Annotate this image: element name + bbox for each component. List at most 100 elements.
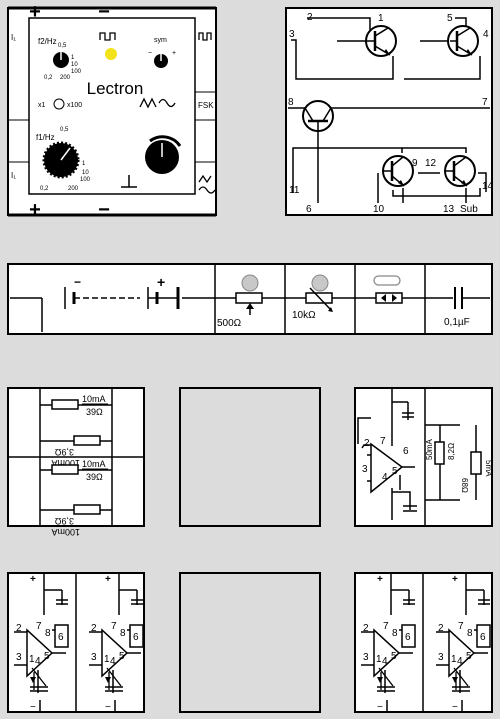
pin-label: 7 xyxy=(36,621,42,632)
pin-label: 8 xyxy=(392,628,398,639)
opamp-unit: + − 2 7 8 6 3 1 4 5 xyxy=(361,573,416,713)
range-x100-label: x100 xyxy=(67,102,82,109)
pin-label: 3 xyxy=(91,652,97,663)
blank-panel xyxy=(179,387,321,527)
r4-value: 3,9Ω xyxy=(54,516,74,526)
pin-label: 7 xyxy=(380,436,386,447)
pin-label: 4 xyxy=(457,656,463,667)
pin-label: 4 xyxy=(35,656,41,667)
transistor-q1 xyxy=(365,25,397,57)
pin-label: 14 xyxy=(482,181,494,192)
f2-tick: 200 xyxy=(60,75,71,81)
pin-label: 6 xyxy=(480,632,486,643)
svg-text:+: + xyxy=(157,274,165,290)
pin-label: 2 xyxy=(438,623,444,634)
pin-label: 5 xyxy=(44,651,50,662)
pin-label: 2 xyxy=(16,623,22,634)
pin-label: 8 xyxy=(467,628,473,639)
svg-text:+: + xyxy=(29,1,41,23)
res1-value: 8,2Ω xyxy=(447,443,456,460)
f2-tick: 1 xyxy=(71,55,75,61)
svg-text:−: − xyxy=(98,1,110,23)
pin-label: 10 xyxy=(373,204,385,215)
pin-label: 1 xyxy=(29,654,35,665)
f2-tick: 10 xyxy=(71,62,78,68)
pin-label: 4 xyxy=(382,472,388,483)
transistor-array-module: 1 2 3 4 5 6 7 8 9 10 11 12 13 14 Sub xyxy=(285,7,494,216)
f1-tick: 200 xyxy=(68,186,79,192)
f1-label: f1/Hz xyxy=(36,133,55,142)
pin-label: 1 xyxy=(376,654,382,665)
svg-text:−: − xyxy=(98,199,110,221)
transistor-q5 xyxy=(444,155,476,187)
pin-label: 5 xyxy=(447,13,453,24)
pin-label: 2 xyxy=(364,438,370,449)
r3-value: 3,9Ω xyxy=(54,447,74,457)
f2-tick: 100 xyxy=(71,69,82,75)
pin-label: 6 xyxy=(306,204,312,215)
cap-value: 0,1µF xyxy=(444,317,470,328)
opamp-unit: + − 2 7 8 6 3 1 4 5 xyxy=(14,573,69,713)
pin-label: 5 xyxy=(391,651,397,662)
blank-panel xyxy=(179,572,321,713)
range-switch[interactable] xyxy=(53,98,65,110)
pin-label: 13 xyxy=(443,204,455,215)
plus-sign: + xyxy=(452,574,458,585)
pin-label: 9 xyxy=(412,158,418,169)
potentiometer-500: 500Ω xyxy=(217,274,263,329)
pin-label: 2 xyxy=(363,623,369,634)
f1-tick: 10 xyxy=(82,170,89,176)
pin-label: 1 xyxy=(378,13,384,24)
r2-current: 10mA xyxy=(82,459,106,469)
pin-label: 8 xyxy=(45,628,51,639)
pin-label: 1 xyxy=(451,654,457,665)
pin-label: 12 xyxy=(425,158,437,169)
f1-tick: 1 xyxy=(82,161,86,167)
r1-value: 39Ω xyxy=(86,407,103,417)
pin-label: 7 xyxy=(383,621,389,632)
substrate-label: Sub xyxy=(460,204,478,215)
battery-symbol: − + xyxy=(41,274,182,332)
res2-value: 68Ω xyxy=(460,478,469,493)
fuse-symbol xyxy=(373,275,403,304)
res1-current: 50mA xyxy=(425,438,434,460)
plus-sign: + xyxy=(105,574,111,585)
sym-minus: − xyxy=(148,50,152,57)
f2-tick: 0,5 xyxy=(58,43,67,49)
r2-value: 39Ω xyxy=(86,472,103,482)
range-x1-label: x1 xyxy=(38,102,46,109)
pin-label: 4 xyxy=(382,656,388,667)
plus-sign: + xyxy=(30,574,36,585)
opamp-unit: + − 2 7 8 6 3 1 4 5 xyxy=(89,573,144,713)
pin-label: 8 xyxy=(120,628,126,639)
res2-current: 5mA xyxy=(484,460,493,477)
sym-label: sym xyxy=(154,37,167,44)
plus-sign: + xyxy=(377,574,383,585)
pin-label: 1 xyxy=(104,654,110,665)
r3-current: 100mA xyxy=(51,458,80,468)
fsk-label: FSK xyxy=(198,101,214,110)
pin-label: 4 xyxy=(483,29,489,40)
f1-tick: 0,2 xyxy=(40,186,49,192)
r1-current: 10mA xyxy=(82,394,106,404)
svg-text:−: − xyxy=(74,275,81,289)
transistor-q4 xyxy=(382,155,414,187)
pin-label: 6 xyxy=(403,446,409,457)
square-wave-icon xyxy=(99,32,116,41)
component-strip: − + 500Ω 10kΩ xyxy=(7,263,493,335)
opamp-single-module: 2 7 6 3 4 5 50mA 8,2Ω 5mA 68Ω xyxy=(354,387,493,527)
potentiometer-10k: 10kΩ xyxy=(292,274,333,321)
transistor-q2 xyxy=(447,25,479,57)
f2-tick: 0,2 xyxy=(44,75,53,81)
opamp-dual-module-right: + − 2 7 8 6 3 1 4 5 + − 2 7 8 6 3 1 xyxy=(354,572,493,713)
module-title: Lectron xyxy=(87,79,144,98)
pin-label: 7 xyxy=(482,97,488,108)
square-wave-output-icon xyxy=(198,32,212,41)
status-led xyxy=(105,48,117,60)
minus-sign: − xyxy=(105,702,111,713)
capacitor-symbol: 0,1µF xyxy=(444,286,470,328)
f1-tick: 0,5 xyxy=(60,127,69,133)
pin-label: 7 xyxy=(458,621,464,632)
minus-sign: − xyxy=(30,702,36,713)
pin-label: 3 xyxy=(438,652,444,663)
